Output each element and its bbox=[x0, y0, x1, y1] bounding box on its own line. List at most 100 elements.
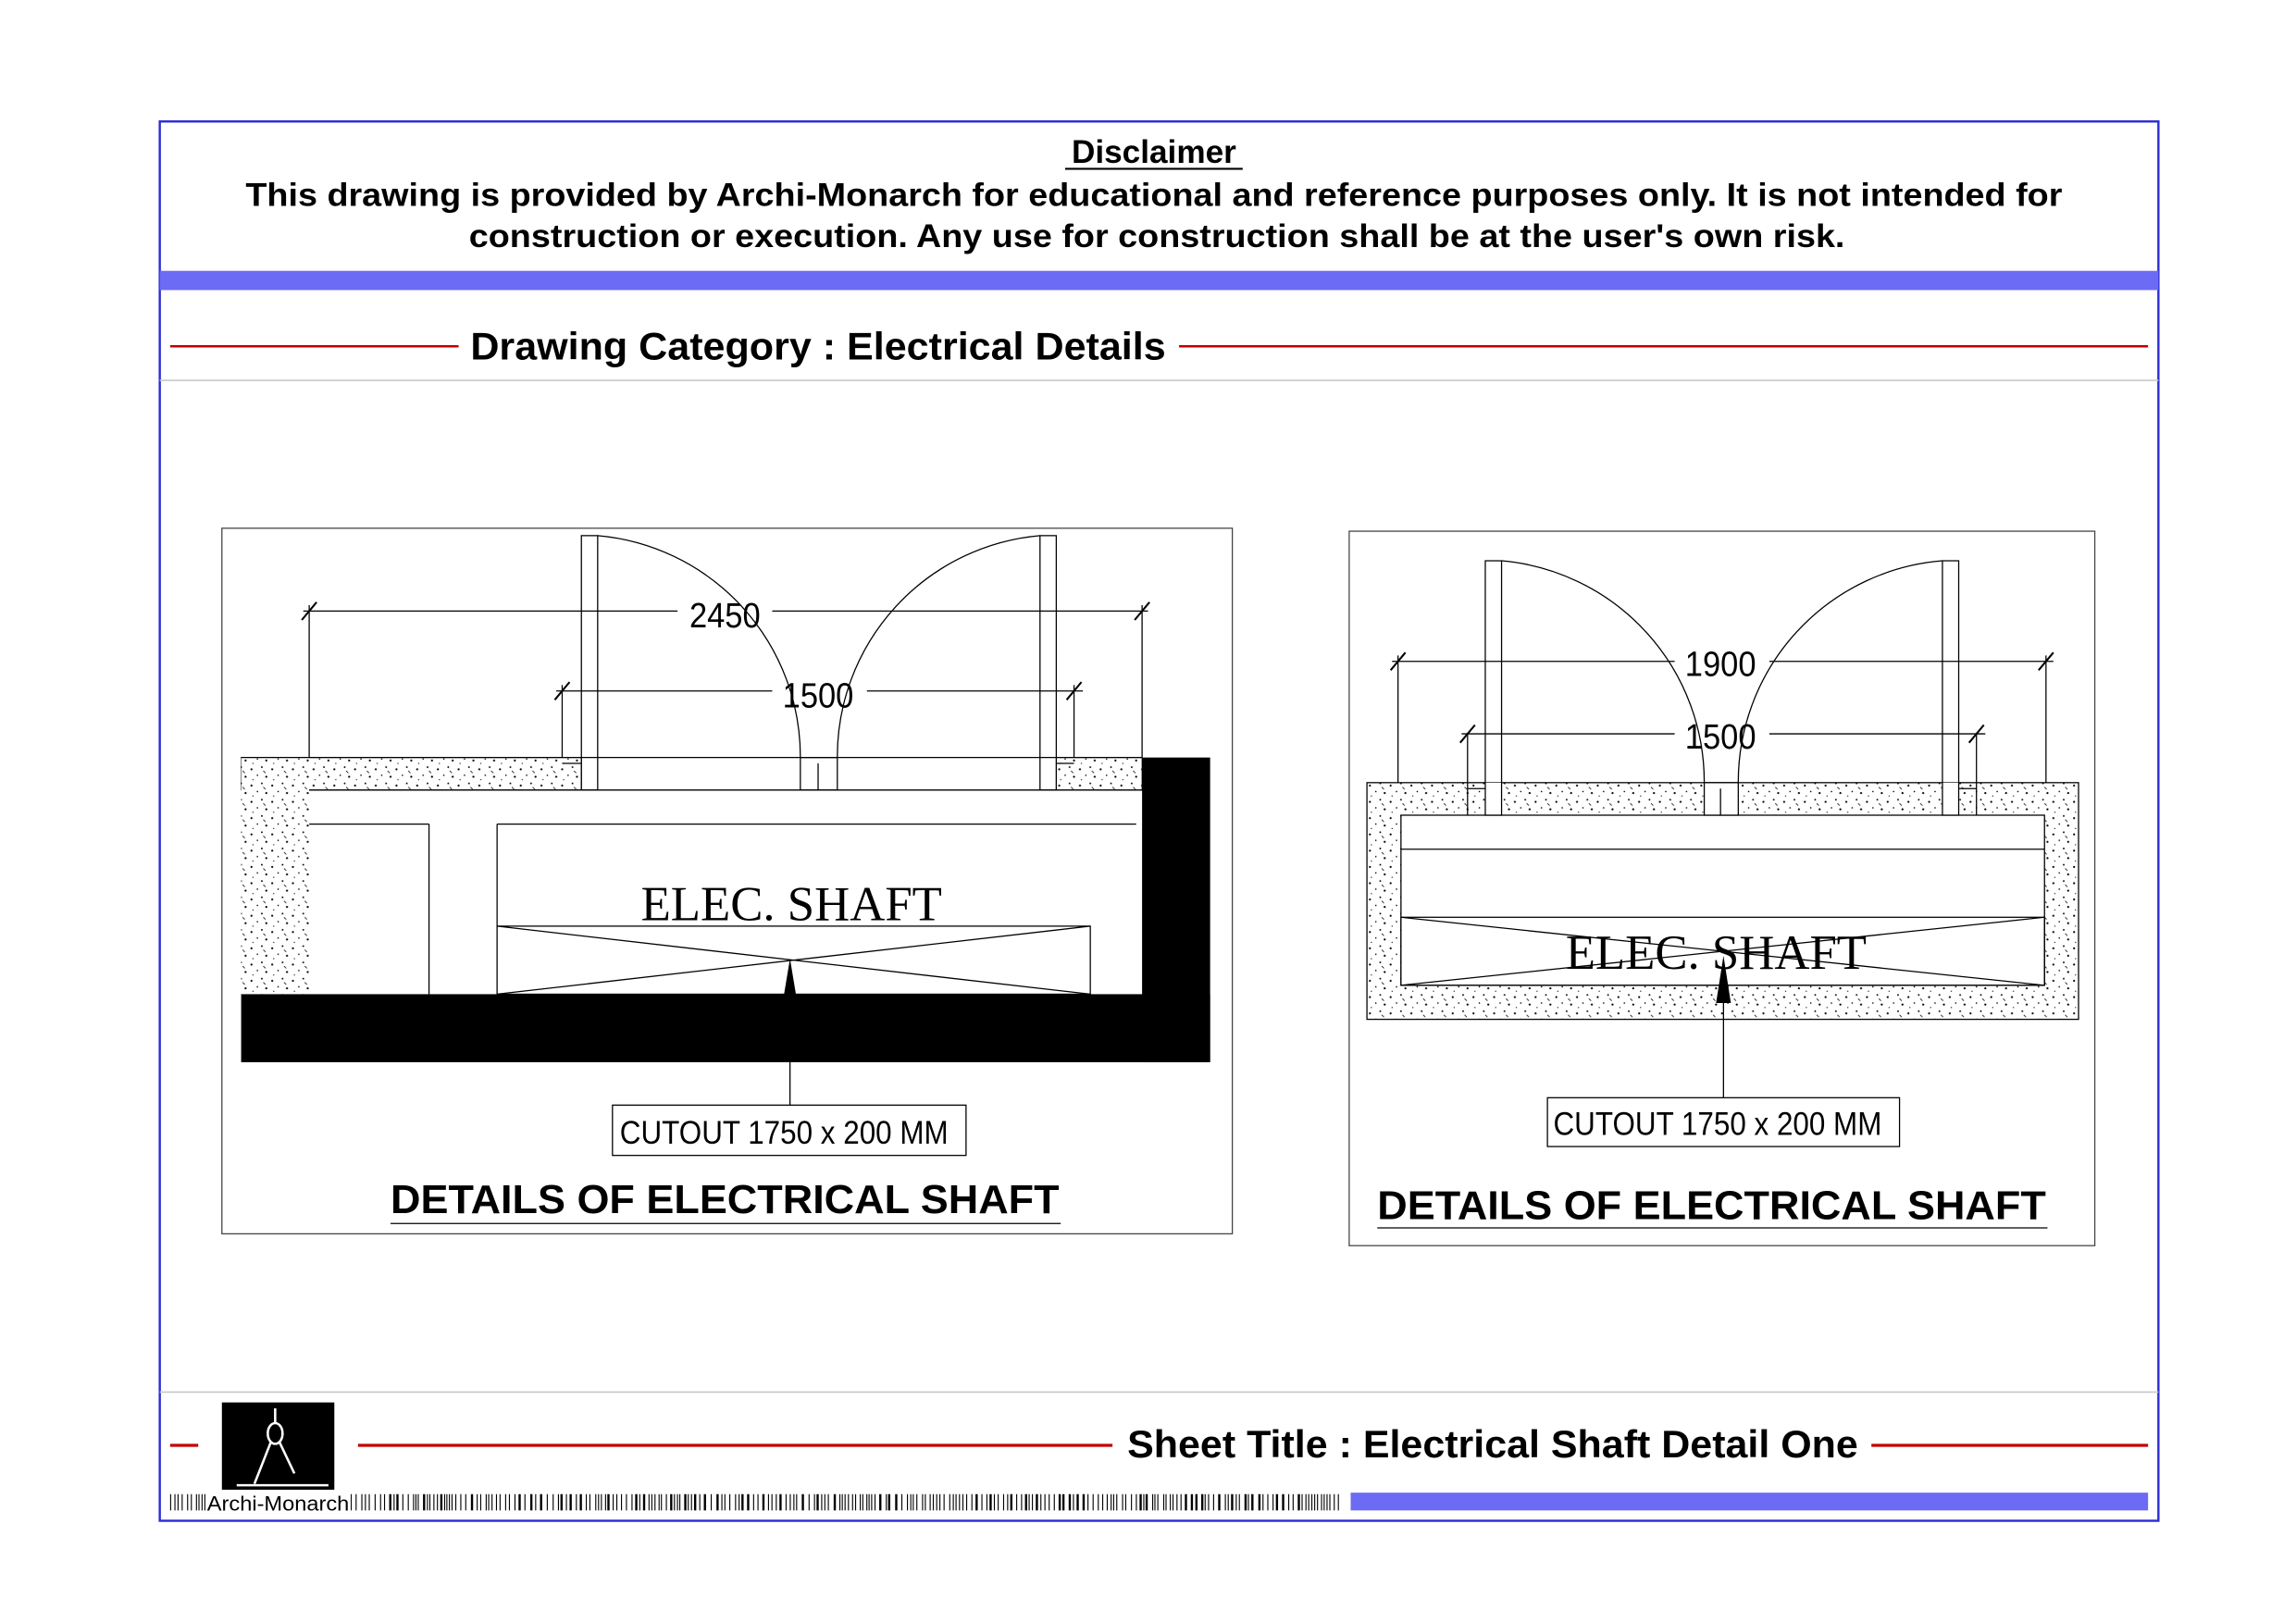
barcode-bar bbox=[993, 1493, 996, 1511]
barcode-bar bbox=[174, 1493, 176, 1511]
barcode-bar bbox=[1231, 1493, 1234, 1511]
barcode-bar bbox=[648, 1493, 650, 1511]
barcode-bar bbox=[601, 1493, 602, 1511]
barcode-bar bbox=[191, 1493, 192, 1511]
door-swing-arc bbox=[837, 535, 1040, 758]
barcode-bar bbox=[762, 1493, 765, 1511]
barcode-bar bbox=[607, 1493, 610, 1511]
barcode-bar bbox=[446, 1493, 448, 1511]
drawing-category: Drawing Category : Electrical Details bbox=[470, 325, 1165, 368]
barcode-bar bbox=[1218, 1493, 1221, 1511]
barcode-bar bbox=[916, 1493, 918, 1511]
barcode-bar bbox=[1326, 1493, 1328, 1511]
barcode-bar bbox=[379, 1493, 381, 1511]
barcode-bar bbox=[998, 1493, 999, 1511]
barcode-bar bbox=[1235, 1493, 1237, 1511]
disclaimer-line-2: construction or execution. Any use for c… bbox=[469, 218, 1845, 254]
barcode-bar bbox=[1238, 1493, 1240, 1511]
barcode-bar bbox=[1247, 1493, 1249, 1511]
barcode-bar bbox=[1323, 1493, 1325, 1511]
barcode-bar bbox=[665, 1493, 667, 1511]
barcode-bar bbox=[1143, 1493, 1145, 1511]
door-swing-arc bbox=[1737, 560, 1942, 783]
barcode-bar bbox=[887, 1493, 891, 1511]
barcode-bar bbox=[965, 1493, 968, 1511]
barcode-bar bbox=[1106, 1493, 1109, 1511]
barcode-bar bbox=[816, 1493, 819, 1511]
barcode-bar bbox=[684, 1493, 687, 1511]
barcode-bar bbox=[451, 1493, 453, 1511]
barcode-bar bbox=[860, 1493, 862, 1511]
barcode-bar bbox=[460, 1493, 462, 1511]
barcode-bar bbox=[844, 1493, 846, 1511]
barcode-bar bbox=[1321, 1493, 1322, 1511]
barcode-bar bbox=[738, 1493, 740, 1511]
leader-arrow bbox=[1716, 955, 1731, 1004]
barcode-bar bbox=[868, 1493, 870, 1511]
barcode-bar bbox=[1053, 1493, 1055, 1511]
barcode-bar bbox=[981, 1493, 983, 1511]
barcode-bar bbox=[801, 1493, 804, 1511]
barcode-bar bbox=[1028, 1493, 1030, 1511]
barcode-bar bbox=[365, 1493, 366, 1511]
barcode-bar bbox=[1287, 1493, 1290, 1511]
barcode-bar bbox=[585, 1493, 588, 1511]
barcode-bar bbox=[350, 1493, 353, 1511]
barcode-bar bbox=[598, 1493, 600, 1511]
barcode-bar bbox=[393, 1493, 395, 1511]
barcode-bar bbox=[808, 1493, 810, 1511]
dimension-inner: 1500 bbox=[553, 675, 1084, 758]
barcode-bar bbox=[1262, 1493, 1264, 1511]
barcode-bar bbox=[604, 1493, 606, 1511]
barcode-bar bbox=[757, 1493, 759, 1511]
barcode-bar bbox=[374, 1493, 376, 1511]
barcode-bar bbox=[661, 1493, 663, 1511]
barcode-bar bbox=[1154, 1493, 1156, 1511]
barcode-bar bbox=[1227, 1493, 1229, 1511]
barcode-bar bbox=[658, 1493, 660, 1511]
barcode-bar bbox=[355, 1493, 357, 1511]
barcode-bar bbox=[1275, 1493, 1279, 1511]
barcode-bar bbox=[1329, 1493, 1331, 1511]
barcode-bar bbox=[767, 1493, 769, 1511]
room-label: ELEC. SHAFT bbox=[1566, 926, 1867, 980]
barcode-bar bbox=[1337, 1493, 1339, 1511]
barcode-bar bbox=[396, 1493, 399, 1511]
barcode-bar bbox=[1036, 1493, 1038, 1511]
barcode-bar bbox=[771, 1493, 773, 1511]
barcode-bar bbox=[198, 1493, 200, 1511]
barcode-bar bbox=[1292, 1493, 1294, 1511]
barcode-bar bbox=[854, 1493, 857, 1511]
door-leaf bbox=[580, 535, 599, 791]
sheet-border bbox=[158, 120, 2160, 1522]
barcode-bar bbox=[690, 1493, 692, 1511]
barcode-bar bbox=[747, 1493, 750, 1511]
barcode-bar bbox=[495, 1493, 498, 1511]
barcode-bar bbox=[499, 1493, 501, 1511]
barcode-bar bbox=[1087, 1493, 1089, 1511]
barcode-bar bbox=[557, 1493, 560, 1511]
barcode-bar bbox=[477, 1493, 478, 1511]
leader-arrow bbox=[784, 959, 797, 995]
barcode-bar bbox=[1311, 1493, 1313, 1511]
barcode-bar bbox=[595, 1493, 597, 1511]
barcode-bar bbox=[1267, 1493, 1269, 1511]
barcode-bar bbox=[841, 1493, 843, 1511]
barcode-bar bbox=[1076, 1493, 1079, 1511]
barcode-bar bbox=[1272, 1493, 1274, 1511]
barcode-bar bbox=[639, 1493, 640, 1511]
dim-text: 2450 bbox=[689, 596, 761, 636]
drawing-title: DETAILS OF ELECTRICAL SHAFT bbox=[391, 1178, 1060, 1222]
door-swing-arc bbox=[597, 535, 801, 758]
barcode-bar bbox=[1170, 1493, 1172, 1511]
dimension-outer: 1900 bbox=[1389, 645, 2054, 783]
barcode-bar bbox=[959, 1493, 961, 1511]
disclaimer-block: Disclaimer This drawing is provided by A… bbox=[245, 134, 2062, 254]
barcode-bar bbox=[907, 1493, 909, 1511]
barcode-bar bbox=[989, 1493, 992, 1511]
dimension-inner: 1500 bbox=[1459, 717, 1986, 757]
barcode-bar bbox=[735, 1493, 737, 1511]
accent-bar-top bbox=[159, 270, 2159, 291]
barcode-bar bbox=[932, 1493, 935, 1511]
